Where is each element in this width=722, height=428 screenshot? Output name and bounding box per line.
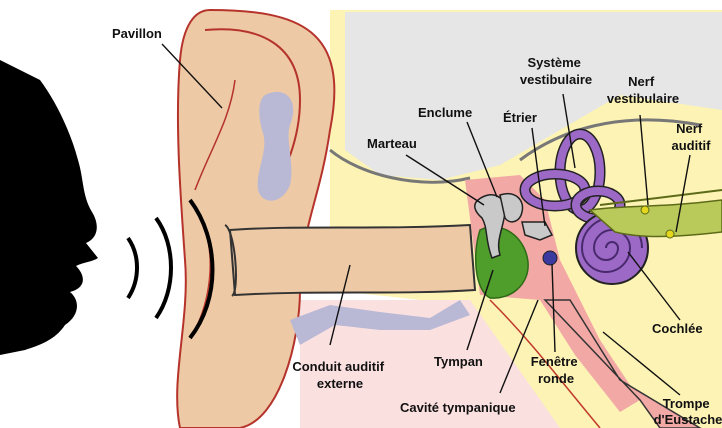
nerve-ganglion [641,206,649,214]
ear-canal [230,225,475,295]
label-pavillon: Pavillon [112,26,162,41]
label-tympan: Tympan [434,354,483,369]
label-marteau: Marteau [367,136,417,151]
round-window [543,251,557,265]
label-etrier: Étrier [503,110,537,125]
label-cavite-tympanique: Cavité tympanique [400,400,516,415]
nerve-ganglion-2 [666,230,674,238]
label-cochlee: Cochlée [652,321,703,336]
label-trompe-eustache: Trompe d'Eustache [654,396,722,427]
label-enclume: Enclume [418,105,472,120]
